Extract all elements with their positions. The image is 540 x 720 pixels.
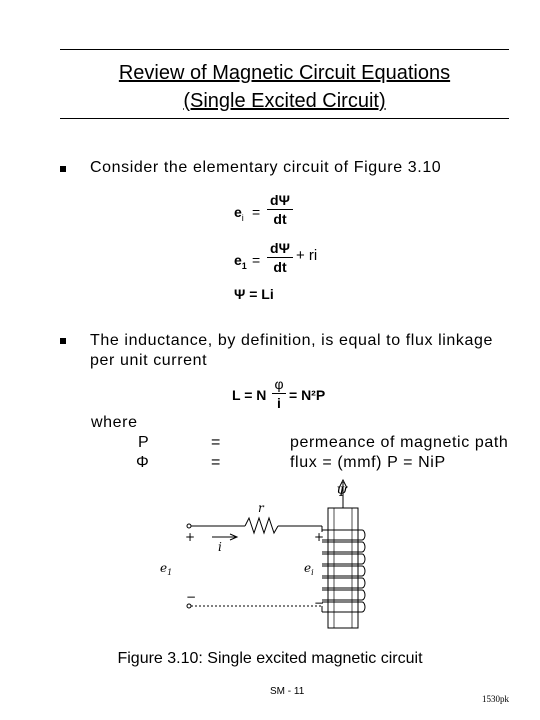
equation-e1: e1 = dΨ dt + ri — [234, 240, 318, 275]
terminal-top — [186, 523, 192, 529]
where-symbol-p: P — [138, 434, 150, 451]
current-label: i — [218, 540, 222, 554]
figure-caption: Figure 3.10: Single excited magnetic cir… — [0, 650, 540, 668]
where-desc-phi: flux = (mmf) P = NiP — [290, 454, 446, 471]
resistor — [244, 516, 279, 535]
where-label: where — [91, 414, 138, 431]
e1-label: e1 — [160, 561, 172, 577]
bullet-2-line1: The inductance, by definition, is equal … — [90, 332, 494, 349]
bullet-2-line2: per unit current — [90, 352, 208, 369]
psi-label: Ψ — [336, 485, 348, 500]
minus-left: − — [186, 590, 196, 604]
page-number: SM - 11 — [270, 686, 305, 697]
where-equals-p: = — [211, 434, 221, 451]
bullet-1-text: Consider the elementary circuit of Figur… — [90, 159, 442, 176]
minus-right: − — [314, 596, 324, 610]
terminal-bottom — [186, 603, 192, 609]
footer-code: 1530pk — [482, 694, 509, 704]
equation-ei: ei = dΨ dt — [234, 192, 314, 234]
bullet-marker — [60, 338, 66, 344]
equation-inductance: L = N φ i = N²P — [232, 376, 326, 411]
magnetic-core — [327, 507, 359, 629]
plus-left: + — [185, 530, 195, 544]
figure-caption-text: : Single excited magnetic circuit — [198, 650, 423, 667]
where-symbol-phi: Φ — [136, 454, 150, 471]
ei-label: ei — [304, 561, 314, 577]
title-bottom-rule — [60, 118, 509, 119]
figure-caption-label: Figure 3.10 — [117, 650, 199, 667]
resistor-label: r — [258, 501, 265, 515]
title-top-rule — [60, 49, 509, 50]
coil-windings — [322, 529, 366, 613]
plus-right: + — [314, 530, 324, 544]
page-title-line1: Review of Magnetic Circuit Equations — [118, 62, 451, 84]
where-equals-phi: = — [211, 454, 221, 471]
page-title-line2: (Single Excited Circuit) — [183, 90, 386, 112]
equation-psi: Ψ = Li — [234, 286, 274, 302]
bullet-marker — [60, 166, 66, 172]
where-desc-p: permeance of magnetic path — [290, 434, 509, 451]
